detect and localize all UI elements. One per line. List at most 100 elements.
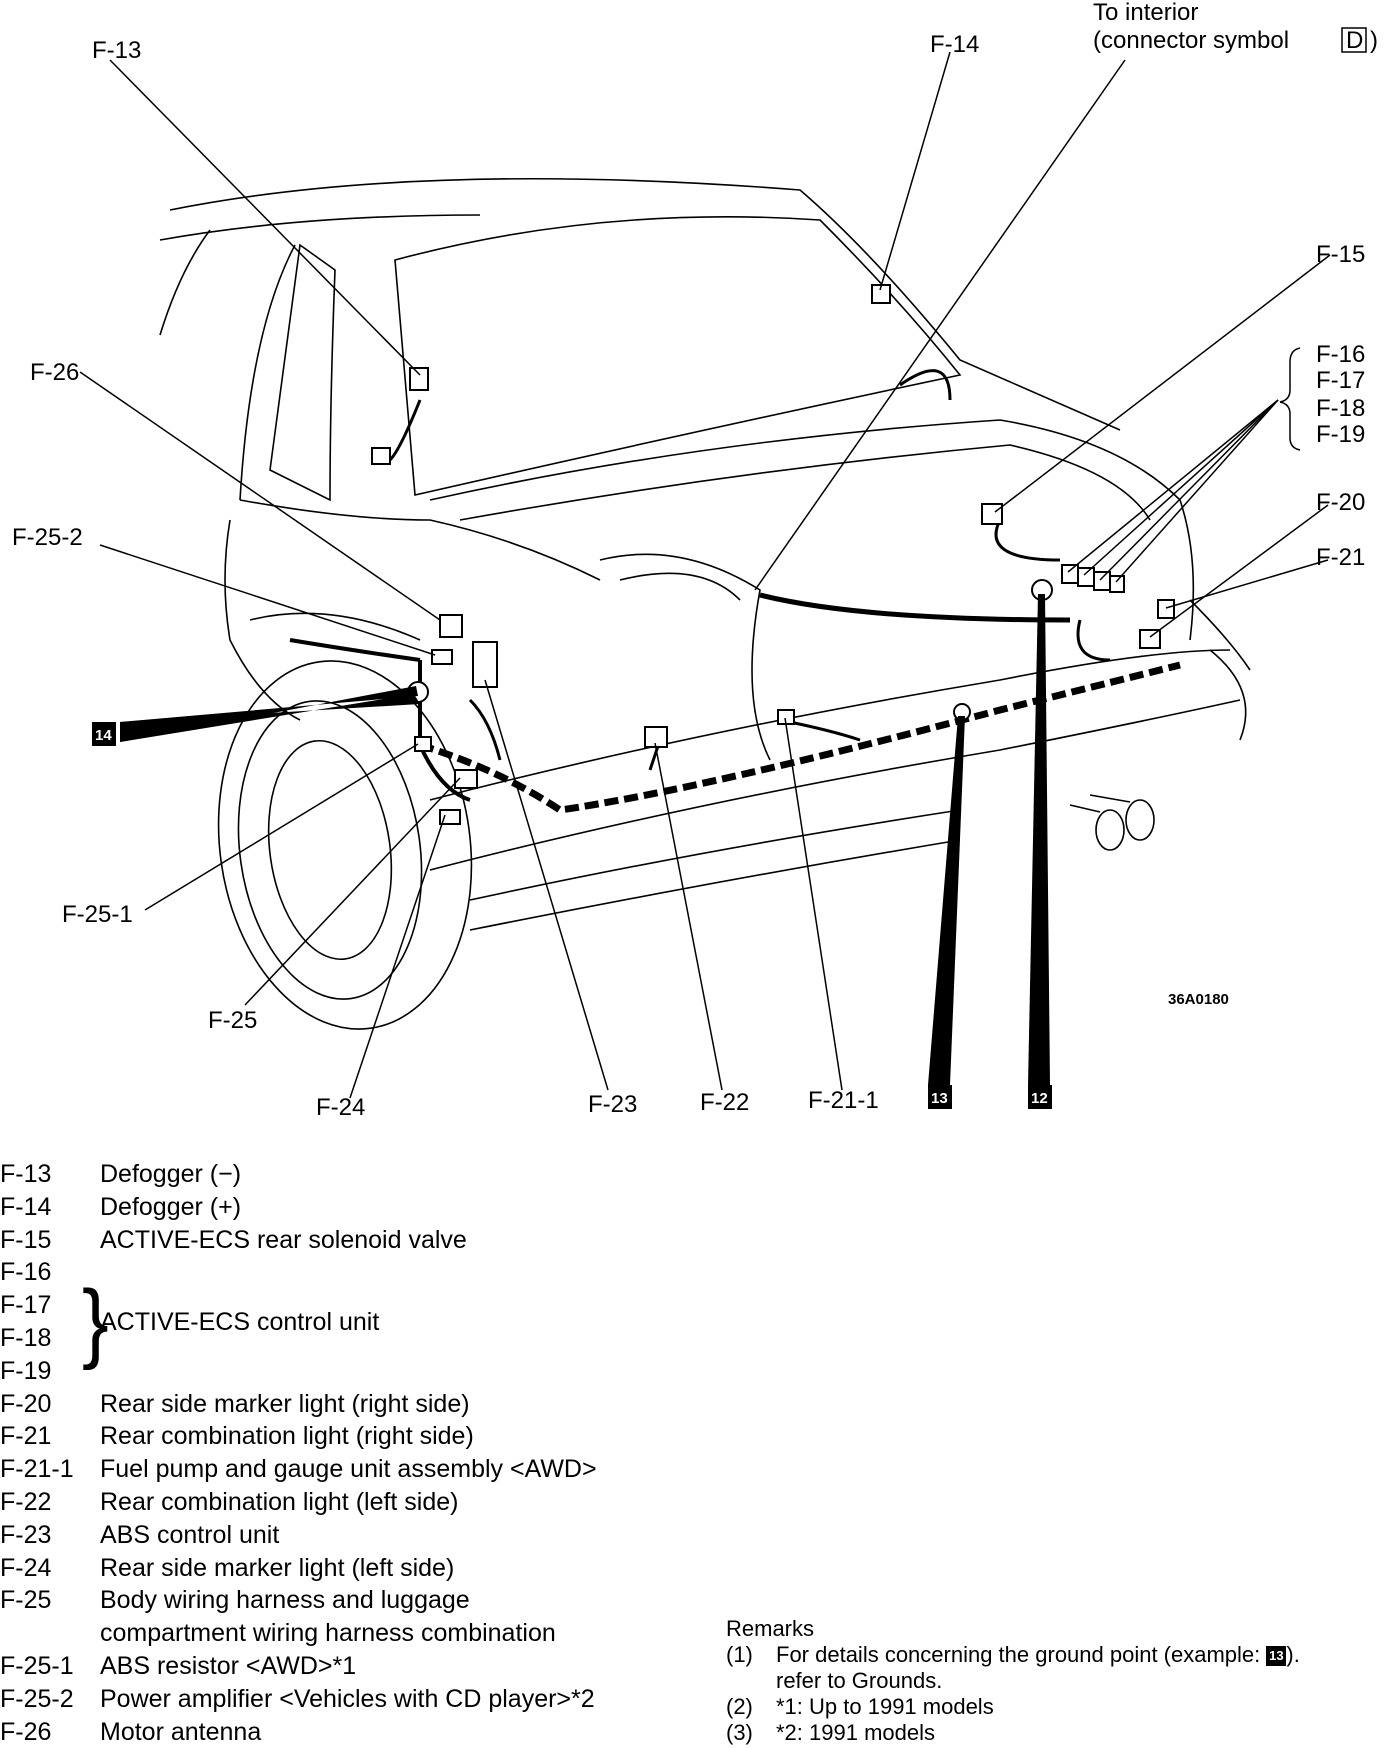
legend-code: F-26: [0, 1717, 52, 1746]
connector-f25-1: [414, 736, 432, 752]
ground-badge-13: [928, 1085, 952, 1109]
connector-f21: [1157, 599, 1175, 619]
connector-symbol-box: [1341, 27, 1367, 53]
legend-code: F-24: [0, 1553, 52, 1582]
legend-desc: Rear combination light (left side): [100, 1487, 459, 1516]
legend-desc: ABS resistor <AWD>*1: [100, 1651, 357, 1680]
legend-desc: Body wiring harness and luggage: [100, 1586, 470, 1615]
remark-item: (2) *1: Up to 1991 models: [726, 1694, 1386, 1720]
remark-text-part: For details concerning the ground point …: [776, 1642, 1261, 1667]
legend-code: F-21-1: [0, 1455, 74, 1484]
legend-desc: ACTIVE-ECS control unit: [100, 1307, 380, 1336]
label-f19: F-19: [1316, 421, 1365, 448]
legend-code: F-25: [0, 1586, 52, 1615]
label-f24: F-24: [316, 1094, 365, 1121]
label-to-interior-close: ): [1370, 27, 1378, 54]
ground-leaders: [120, 594, 1050, 1085]
remark-item: (3) *2: 1991 models: [726, 1720, 1386, 1746]
legend-desc: Defogger (+): [100, 1192, 242, 1221]
ground-symbol-icon: 13: [1266, 1646, 1287, 1667]
label-f20: F-20: [1316, 489, 1365, 516]
legend-row: F-23 ABS control unit: [0, 1519, 720, 1552]
legend-desc: Rear combination light (right side): [100, 1422, 474, 1451]
connector-f26: [439, 614, 463, 638]
legend-group-codes: F-16 F-17 F-18 F-19: [0, 1256, 82, 1387]
connector-f13-ground: [371, 447, 391, 465]
legend-row: F-22 Rear combination light (left side): [0, 1486, 720, 1519]
legend-code: [0, 1617, 100, 1650]
remark-text: *2: 1991 models: [776, 1720, 935, 1745]
legend-desc: Rear side marker light (left side): [100, 1553, 455, 1582]
legend-code: F-19: [0, 1356, 52, 1385]
label-f25: F-25: [208, 1007, 257, 1034]
legend-code: F-22: [0, 1487, 52, 1516]
legend-desc: Power amplifier <Vehicles with CD player…: [100, 1684, 595, 1713]
remark-number: (3): [726, 1720, 753, 1745]
connector-f16: [1061, 564, 1079, 584]
remark-number: (2): [726, 1694, 753, 1719]
ground-badge-12-text: 12: [1031, 1090, 1048, 1107]
label-f21: F-21: [1316, 544, 1365, 571]
legend-code: F-17: [0, 1291, 52, 1320]
legend-code: F-15: [0, 1225, 52, 1254]
legend: F-13 Defogger (−) F-14 Defogger (+) F-15…: [0, 1158, 720, 1748]
ground-badge-14-text: 14: [95, 727, 112, 744]
connector-f22: [644, 726, 668, 748]
ground-badge-12: [1028, 1085, 1052, 1109]
car-body-outline: [159, 177, 1251, 1030]
label-f21-1: F-21-1: [808, 1087, 879, 1114]
label-f25-1: F-25-1: [62, 901, 133, 928]
legend-desc: Fuel pump and gauge unit assembly <AWD>: [100, 1455, 597, 1484]
exhaust-pipe: [1125, 799, 1155, 841]
legend-code: F-25-1: [0, 1651, 74, 1680]
label-f26: F-26: [30, 359, 79, 386]
legend-row: F-15 ACTIVE-ECS rear solenoid valve: [0, 1224, 720, 1257]
legend-desc: ACTIVE-ECS rear solenoid valve: [100, 1225, 467, 1254]
legend-row: F-25-1 ABS resistor <AWD>*1: [0, 1650, 720, 1683]
connector-f25: [454, 769, 478, 789]
connector-f17: [1077, 567, 1095, 587]
legend-code: F-14: [0, 1192, 52, 1221]
legend-row: F-20 Rear side marker light (right side): [0, 1388, 720, 1421]
legend-brace: }: [82, 1272, 109, 1371]
label-f18: F-18: [1316, 395, 1365, 422]
legend-desc: Defogger (−): [100, 1160, 242, 1188]
label-to-interior-2: (connector symbol: [1093, 27, 1289, 54]
legend-code: F-13: [0, 1160, 52, 1188]
legend-code: F-20: [0, 1389, 52, 1418]
remark-text: For details concerning the ground point …: [776, 1642, 1300, 1668]
wiring-diagram: F-13 F-14 To interior (connector symbol …: [12, 0, 1378, 1121]
remarks-title: Remarks: [726, 1616, 815, 1641]
connector-f20: [1139, 629, 1161, 649]
label-f13: F-13: [92, 37, 141, 64]
figure-code: 36A0180: [1168, 991, 1229, 1008]
label-f17: F-17: [1316, 367, 1365, 394]
legend-row: F-24 Rear side marker light (left side): [0, 1552, 720, 1585]
legend-code: F-16: [0, 1258, 52, 1287]
legend-row: F-21 Rear combination light (right side): [0, 1420, 720, 1453]
ground-badge-13-text: 13: [931, 1090, 948, 1107]
remark-text-tail: ).: [1286, 1642, 1300, 1667]
legend-code: F-25-2: [0, 1684, 74, 1713]
legend-desc: compartment wiring harness combination: [100, 1619, 556, 1648]
label-f25-2: F-25-2: [12, 524, 83, 551]
label-f22: F-22: [700, 1089, 749, 1116]
legend-row: F-26 Motor antenna: [0, 1716, 720, 1748]
rear-wheel: [237, 700, 423, 1000]
connector-f18: [1093, 571, 1111, 591]
legend-code: F-21: [0, 1422, 52, 1451]
label-to-interior-1: To interior: [1093, 0, 1198, 26]
label-f14: F-14: [930, 31, 979, 58]
label-f15: F-15: [1316, 241, 1365, 268]
legend-row: F-25-2 Power amplifier <Vehicles with CD…: [0, 1683, 720, 1716]
legend-row: F-14 Defogger (+): [0, 1191, 720, 1224]
connector-f23: [472, 641, 498, 688]
ground-badge-14: [92, 722, 116, 746]
remark-text: refer to Grounds.: [776, 1668, 943, 1693]
callout-labels: F-13 F-14 To interior (connector symbol …: [12, 0, 1378, 1121]
legend-code: F-18: [0, 1323, 52, 1352]
legend-desc: Rear side marker light (right side): [100, 1389, 470, 1418]
legend-desc: Motor antenna: [100, 1717, 262, 1746]
remark-number: (1): [726, 1642, 753, 1667]
remark-item: (1) For details concerning the ground po…: [726, 1642, 1386, 1668]
